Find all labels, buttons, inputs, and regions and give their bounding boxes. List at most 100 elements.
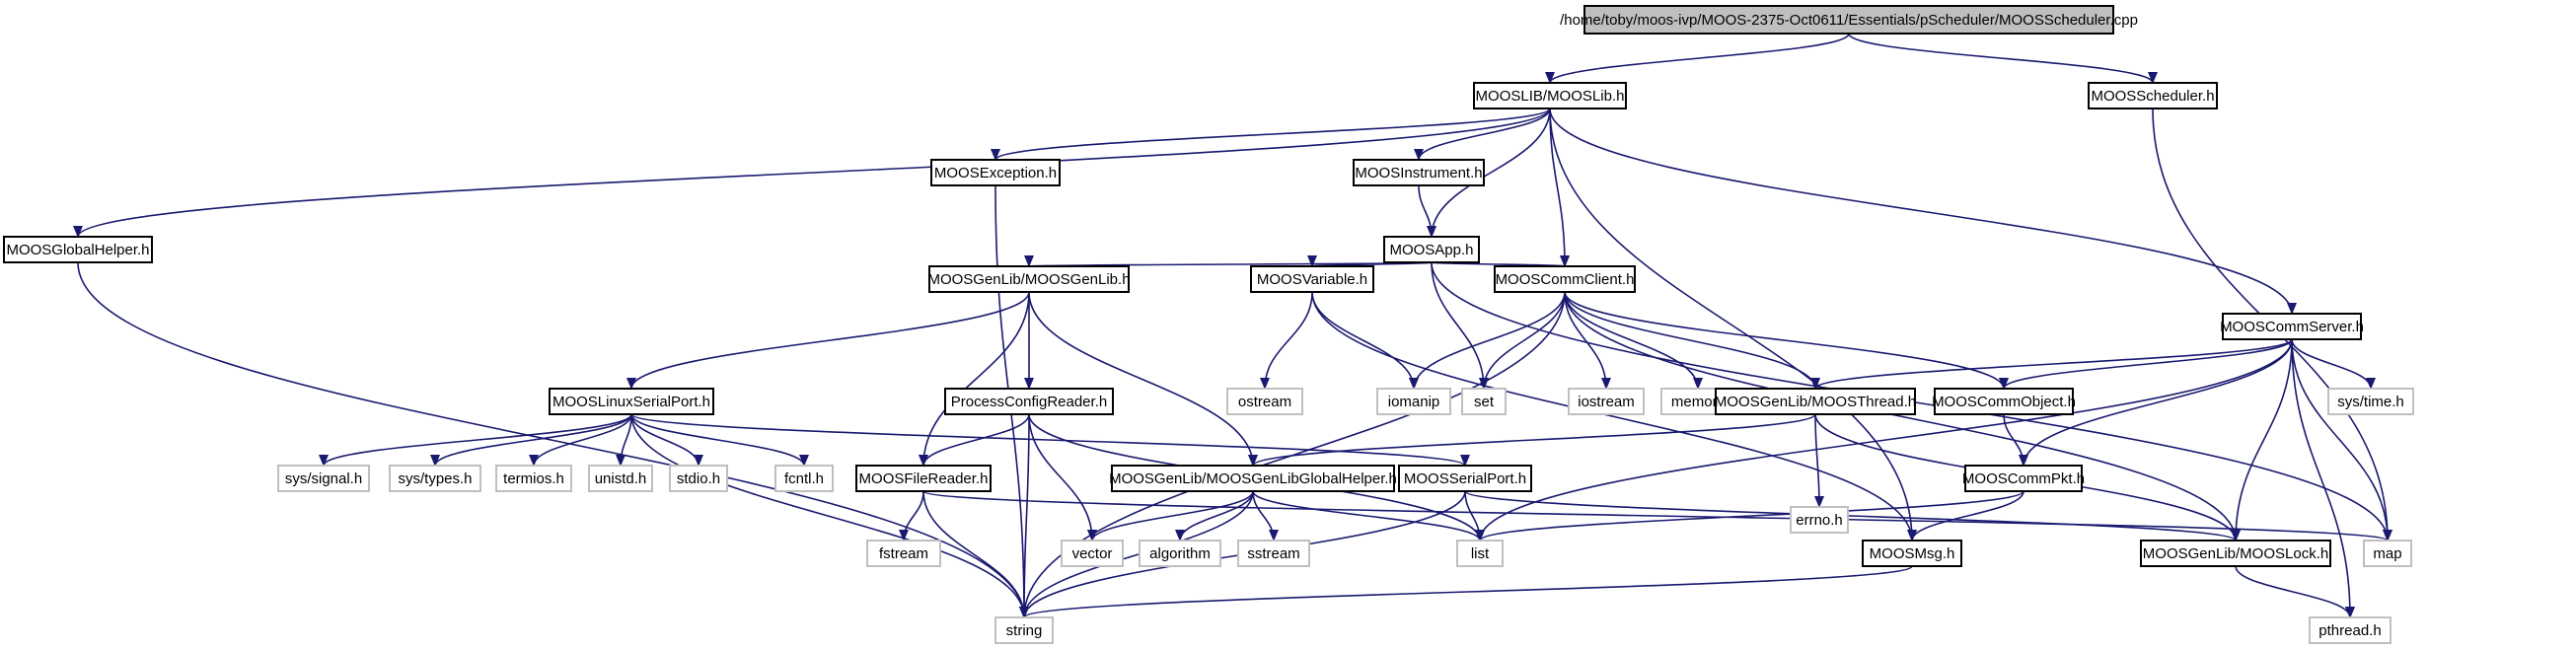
edge-moosvariable-to-iomanip [1311, 291, 1419, 390]
node-mooslock[interactable]: MOOSGenLib/MOOSLock.h [2140, 540, 2331, 567]
node-box [669, 465, 728, 492]
node-sstream: sstream [1237, 540, 1310, 567]
node-moosthread[interactable]: MOOSGenLib/MOOSThread.h [1715, 388, 1916, 415]
edge-mooslib-to-moosglobalhelper [73, 108, 1551, 238]
node-moosscheduler_h[interactable]: MOOSScheduler.h [2088, 82, 2218, 109]
node-box [944, 388, 1114, 415]
edge-mooslinuxserialport-to-syssignal [319, 413, 632, 467]
node-moosglobalhelper[interactable]: MOOSGlobalHelper.h [3, 236, 153, 263]
node-moosinstrument[interactable]: MOOSInstrument.h [1353, 159, 1485, 186]
node-root[interactable]: /home/toby/moos-ivp/MOOS-2375-Oct0611/Es… [1560, 5, 2138, 35]
node-box [2140, 540, 2331, 567]
edge-moosgenlib-to-moosgenlibglobalhelper [1028, 291, 1258, 467]
edge-mooscommpkt-to-list [1475, 490, 2024, 542]
node-moosgenlib[interactable]: MOOSGenLib/MOOSGenLib.h [927, 265, 1131, 293]
edge-moosthread-to-errno [1813, 413, 1824, 508]
node-box [930, 159, 1061, 186]
node-mooslinuxserialport[interactable]: MOOSLinuxSerialPort.h [549, 388, 714, 415]
edges-layer [73, 33, 2392, 618]
node-pthread: pthread.h [2309, 616, 2392, 644]
edge-root-to-moosscheduler_h [1848, 33, 2158, 84]
node-mooscommserver[interactable]: MOOSCommServer.h [2220, 313, 2364, 340]
node-box [1568, 388, 1645, 415]
edge-mooscommclient-to-memory [1564, 291, 1703, 390]
node-label: iostream [1578, 394, 1635, 410]
node-box [1473, 82, 1627, 109]
node-box [1583, 5, 2114, 35]
node-mooscommclient[interactable]: MOOSCommClient.h [1494, 265, 1636, 293]
node-map: map [2363, 540, 2412, 567]
edge-mooslib-to-mooscommclient [1549, 108, 1570, 267]
node-box [1398, 465, 1532, 492]
edge-mooscommserver-to-systime [2291, 338, 2376, 390]
node-box [1862, 540, 1962, 567]
node-label: MOOSCommObject.h [1932, 394, 2076, 410]
node-moosgenlibglobalhelper[interactable]: MOOSGenLib/MOOSGenLibGlobalHelper.h [1109, 465, 1397, 492]
node-label: sys/time.h [2337, 394, 2404, 410]
node-moosexception[interactable]: MOOSException.h [930, 159, 1061, 186]
edge-moosfilereader-to-fstream [899, 490, 924, 542]
node-mooscommpkt[interactable]: MOOSCommPkt.h [1962, 465, 2085, 492]
node-moosvariable[interactable]: MOOSVariable.h [1250, 265, 1374, 293]
node-syssignal: sys/signal.h [277, 465, 370, 492]
node-box [1934, 388, 2074, 415]
node-box [1226, 388, 1303, 415]
edge-mooslinuxserialport-to-mooserialport [630, 413, 1470, 467]
node-label: pthread.h [2318, 622, 2381, 639]
node-moosmsg[interactable]: MOOSMsg.h [1862, 540, 1962, 567]
edge-moosgenlibglobalhelper-to-sstream [1252, 490, 1279, 542]
node-mooslib[interactable]: MOOSLIB/MOOSLib.h [1473, 82, 1627, 109]
edge-mooscommobject-to-mooscommpkt [2003, 413, 2028, 467]
node-moosfilereader[interactable]: MOOSFileReader.h [855, 465, 992, 492]
node-processconfigreader[interactable]: ProcessConfigReader.h [944, 388, 1114, 415]
node-label: MOOSApp.h [1389, 242, 1473, 258]
node-label: MOOSCommClient.h [1496, 271, 1635, 288]
edge-mooscommclient-to-iomanip [1409, 291, 1566, 390]
edge-mooslib-to-mooscommserver [1549, 108, 2297, 315]
edge-processconfigreader-to-moosfilereader [919, 413, 1030, 467]
node-algorithm: algorithm [1139, 540, 1221, 567]
edge-mooscommclient-to-iostream [1564, 291, 1611, 390]
edge-mooslinuxserialport-to-stdio [630, 413, 703, 467]
node-box [1376, 388, 1451, 415]
node-label: sstream [1247, 545, 1299, 562]
node-ostream: ostream [1226, 388, 1303, 415]
node-systypes: sys/types.h [389, 465, 481, 492]
node-box [1964, 465, 2083, 492]
node-label: set [1474, 394, 1495, 410]
node-box [774, 465, 834, 492]
node-label: sys/signal.h [285, 470, 362, 487]
edge-moosapp-to-set [1431, 261, 1489, 390]
edge-mooslock-to-pthread [2235, 565, 2355, 618]
node-label: MOOSCommPkt.h [1962, 470, 2085, 487]
edge-root-to-mooslib [1545, 33, 1850, 84]
node-mooserialport[interactable]: MOOSSerialPort.h [1398, 465, 1532, 492]
edge-moosinstrument-to-moosapp [1418, 184, 1436, 238]
node-box [1494, 265, 1636, 293]
node-termios: termios.h [495, 465, 572, 492]
edge-moosmsg-to-string [1019, 565, 1913, 618]
node-mooscommobject[interactable]: MOOSCommObject.h [1932, 388, 2076, 415]
node-box [855, 465, 992, 492]
node-iomanip: iomanip [1376, 388, 1451, 415]
edge-mooscommpkt-to-moosmsg [1907, 490, 2024, 542]
node-box [1353, 159, 1485, 186]
edge-mooslib-to-moosinstrument [1414, 108, 1551, 161]
node-label: MOOSGenLib/MOOSThread.h [1715, 394, 1916, 410]
node-box [2088, 82, 2218, 109]
node-label: MOOSScheduler.h [2091, 88, 2214, 105]
node-box [1456, 540, 1504, 567]
edge-moosgenlibglobalhelper-to-algorithm [1175, 490, 1254, 542]
node-label: MOOSLIB/MOOSLib.h [1476, 88, 1625, 105]
edge-mooscommserver-to-mooslock [2231, 338, 2293, 542]
edge-mooscommserver-to-pthread [2291, 338, 2355, 618]
node-label: algorithm [1149, 545, 1211, 562]
node-list: list [1456, 540, 1504, 567]
edge-moosfilereader-to-map [922, 490, 2392, 542]
node-label: string [1006, 622, 1043, 639]
edge-moosgenlibglobalhelper-to-list [1252, 490, 1485, 542]
edge-mooslib-to-moosapp [1427, 108, 1551, 238]
node-label: MOOSCommServer.h [2220, 319, 2364, 335]
node-moosapp[interactable]: MOOSApp.h [1383, 236, 1480, 263]
